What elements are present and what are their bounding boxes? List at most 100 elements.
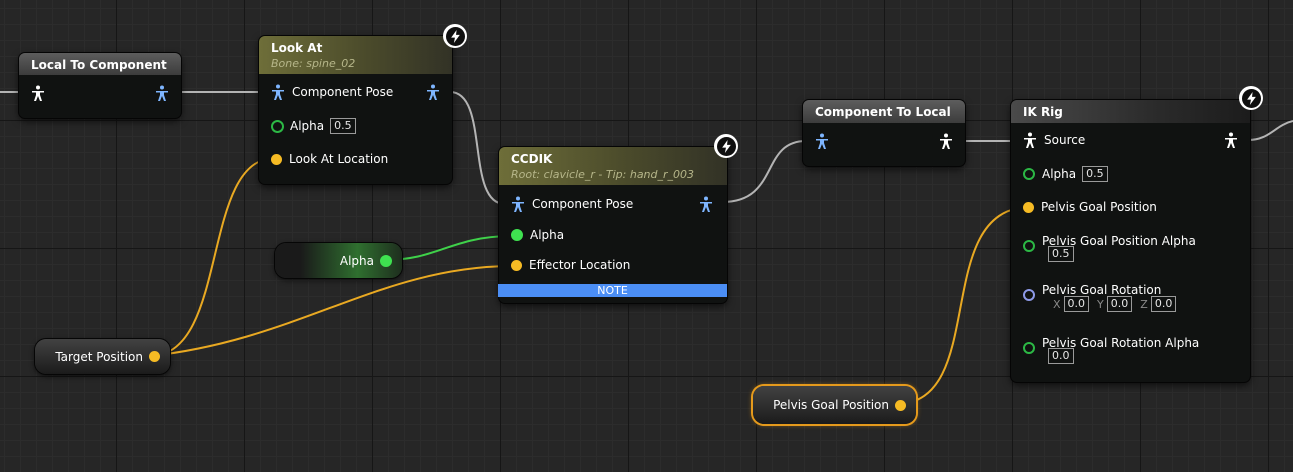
pose-output-icon — [156, 85, 168, 101]
ccdik-effector-location-label: Effector Location — [529, 258, 631, 272]
float-pin-icon — [1023, 342, 1035, 354]
pose-input-icon — [272, 84, 284, 100]
component-to-local-header[interactable]: Component To Local — [803, 100, 965, 123]
rotation-y-value[interactable]: 0.0 — [1106, 296, 1133, 312]
ik-rig-header[interactable]: IK Rig — [1011, 100, 1250, 123]
ik-rig-alpha-value[interactable]: 0.5 — [1082, 166, 1108, 182]
lightning-bolt-icon — [721, 139, 731, 153]
ik-rig-fast-path-icon — [1239, 86, 1263, 110]
ik-rig-alpha-label: Alpha — [1042, 167, 1077, 181]
ccdik-fast-path-icon — [714, 134, 738, 158]
local-to-component-title: Local To Component — [31, 58, 167, 72]
look-at-title: Look At — [271, 41, 323, 55]
ccdik-component-pose-label: Component Pose — [532, 197, 634, 211]
ik-rig-pelvis-goal-rotation-label: Pelvis Goal Rotation — [1042, 283, 1162, 297]
float-pin-icon — [511, 229, 523, 241]
wire-ik-rig-output[interactable] — [1247, 120, 1293, 141]
ik-rig-pelvis-goal-position-alpha-label: Pelvis Goal Position Alpha — [1042, 234, 1196, 248]
local-to-component-node[interactable]: Local To Component — [19, 53, 181, 118]
vector-pin-icon — [511, 259, 522, 271]
wire-target-to-look-at-location[interactable] — [149, 157, 276, 357]
look-at-output-pin[interactable] — [426, 84, 440, 100]
ik-rig-title: IK Rig — [1023, 105, 1063, 119]
pose-input-icon — [32, 85, 44, 101]
vector-pin-icon[interactable] — [895, 399, 906, 411]
vector-pin-icon — [1023, 201, 1034, 213]
look-at-subtitle: Bone: spine_02 — [271, 57, 356, 70]
pose-input-icon — [816, 133, 828, 149]
local-to-component-input-pin[interactable] — [31, 85, 45, 101]
ik-rig-pelvis-goal-position-alpha-value[interactable]: 0.5 — [1048, 246, 1074, 262]
wire-look-at-to-ccdik[interactable] — [449, 91, 506, 205]
component-to-local-node[interactable]: Component To Local — [803, 100, 965, 166]
ik-rig-alpha-pin[interactable]: Alpha 0.5 — [1023, 166, 1108, 182]
ik-rig-pelvis-goal-position-alpha-value-row[interactable]: 0.5 — [1042, 246, 1074, 262]
ik-rig-output-pin[interactable] — [1224, 132, 1238, 148]
pelvis-goal-position-variable-node[interactable]: Pelvis Goal Position — [753, 386, 916, 424]
lightning-bolt-icon — [1246, 91, 1256, 105]
look-at-component-pose-label: Component Pose — [292, 85, 394, 99]
look-at-header[interactable]: Look At Bone: spine_02 — [259, 36, 452, 74]
alpha-variable-label: Alpha — [339, 253, 374, 268]
target-position-variable-node[interactable]: Target Position — [35, 339, 170, 374]
look-at-alpha-value[interactable]: 0.5 — [330, 118, 356, 134]
ccdik-component-pose-pin[interactable]: Component Pose — [511, 196, 633, 212]
vector-pin-icon — [271, 153, 282, 165]
look-at-alpha-pin[interactable]: Alpha 0.5 — [271, 118, 356, 134]
wire-pelvis-to-ik-rig[interactable] — [895, 206, 1031, 405]
look-at-location-label: Look At Location — [289, 152, 389, 166]
local-to-component-output-pin[interactable] — [155, 85, 169, 101]
wire-target-to-effector-location[interactable] — [149, 265, 515, 357]
pose-output-icon — [1225, 132, 1237, 148]
ik-rig-node[interactable]: IK Rig Source Alpha 0.5 Pelvis Goal Posi… — [1011, 100, 1250, 382]
ccdik-note-bar[interactable]: NOTE — [498, 284, 727, 297]
pose-output-icon — [427, 84, 439, 100]
ik-rig-pelvis-goal-rotation-alpha-pin[interactable]: Pelvis Goal Rotation Alpha — [1023, 332, 1199, 354]
pose-input-icon — [512, 196, 524, 212]
pose-output-icon — [700, 196, 712, 212]
lightning-bolt-icon — [450, 29, 460, 43]
ccdik-alpha-pin[interactable]: Alpha — [511, 228, 564, 242]
component-to-local-output-pin[interactable] — [939, 133, 953, 149]
look-at-fast-path-icon — [443, 24, 467, 48]
wire-alpha-to-ccdik[interactable] — [383, 235, 515, 261]
ik-rig-pelvis-goal-rotation-pin[interactable]: Pelvis Goal Rotation — [1023, 279, 1161, 301]
rotator-pin-icon — [1023, 289, 1035, 301]
ik-rig-pelvis-goal-rotation-alpha-value-row[interactable]: 0.0 — [1042, 348, 1074, 364]
ccdik-title: CCDIK — [511, 152, 553, 166]
component-to-local-title: Component To Local — [815, 105, 951, 119]
float-pin-icon — [1023, 240, 1035, 252]
ik-rig-pelvis-goal-rotation-alpha-value[interactable]: 0.0 — [1048, 348, 1074, 364]
target-position-variable-label: Target Position — [55, 349, 143, 364]
ik-rig-source-pin[interactable]: Source — [1023, 132, 1085, 148]
rotation-z-value[interactable]: 0.0 — [1150, 296, 1177, 312]
ccdik-alpha-label: Alpha — [530, 228, 565, 242]
rotation-x-value[interactable]: 0.0 — [1063, 296, 1090, 312]
look-at-location-pin[interactable]: Look At Location — [271, 152, 388, 166]
ik-rig-pelvis-goal-position-alpha-label-row[interactable]: Pelvis Goal Position Alpha — [1023, 230, 1196, 252]
ccdik-subtitle: Root: clavicle_r - Tip: hand_r_003 — [511, 168, 695, 181]
look-at-node[interactable]: Look At Bone: spine_02 Component Pose Al… — [259, 36, 452, 184]
pose-input-icon — [1024, 132, 1036, 148]
ik-rig-pelvis-goal-rotation-fields[interactable]: X 0.0 Y 0.0 Z 0.0 — [1045, 296, 1177, 312]
ccdik-header[interactable]: CCDIK Root: clavicle_r - Tip: hand_r_003 — [499, 147, 727, 185]
ik-rig-source-label: Source — [1044, 133, 1086, 147]
component-to-local-input-pin[interactable] — [815, 133, 829, 149]
look-at-component-pose-pin[interactable]: Component Pose — [271, 84, 393, 100]
ik-rig-pelvis-goal-rotation-alpha-label: Pelvis Goal Rotation Alpha — [1042, 336, 1200, 350]
rotation-z-label: Z — [1140, 297, 1148, 311]
rotation-x-label: X — [1053, 297, 1061, 311]
ccdik-output-pin[interactable] — [699, 196, 713, 212]
float-pin-icon[interactable] — [380, 254, 392, 267]
float-pin-icon — [271, 119, 284, 133]
local-to-component-header[interactable]: Local To Component — [19, 53, 181, 75]
rotation-y-label: Y — [1097, 297, 1104, 311]
ccdik-effector-location-pin[interactable]: Effector Location — [511, 258, 630, 272]
vector-pin-icon[interactable] — [149, 351, 160, 362]
ik-rig-pelvis-goal-position-pin[interactable]: Pelvis Goal Position — [1023, 200, 1157, 214]
alpha-variable-node[interactable]: Alpha — [275, 243, 402, 278]
ccdik-node[interactable]: CCDIK Root: clavicle_r - Tip: hand_r_003… — [498, 147, 727, 303]
look-at-alpha-label: Alpha — [290, 119, 325, 133]
float-pin-icon — [1023, 168, 1035, 180]
pose-output-icon — [940, 133, 952, 149]
